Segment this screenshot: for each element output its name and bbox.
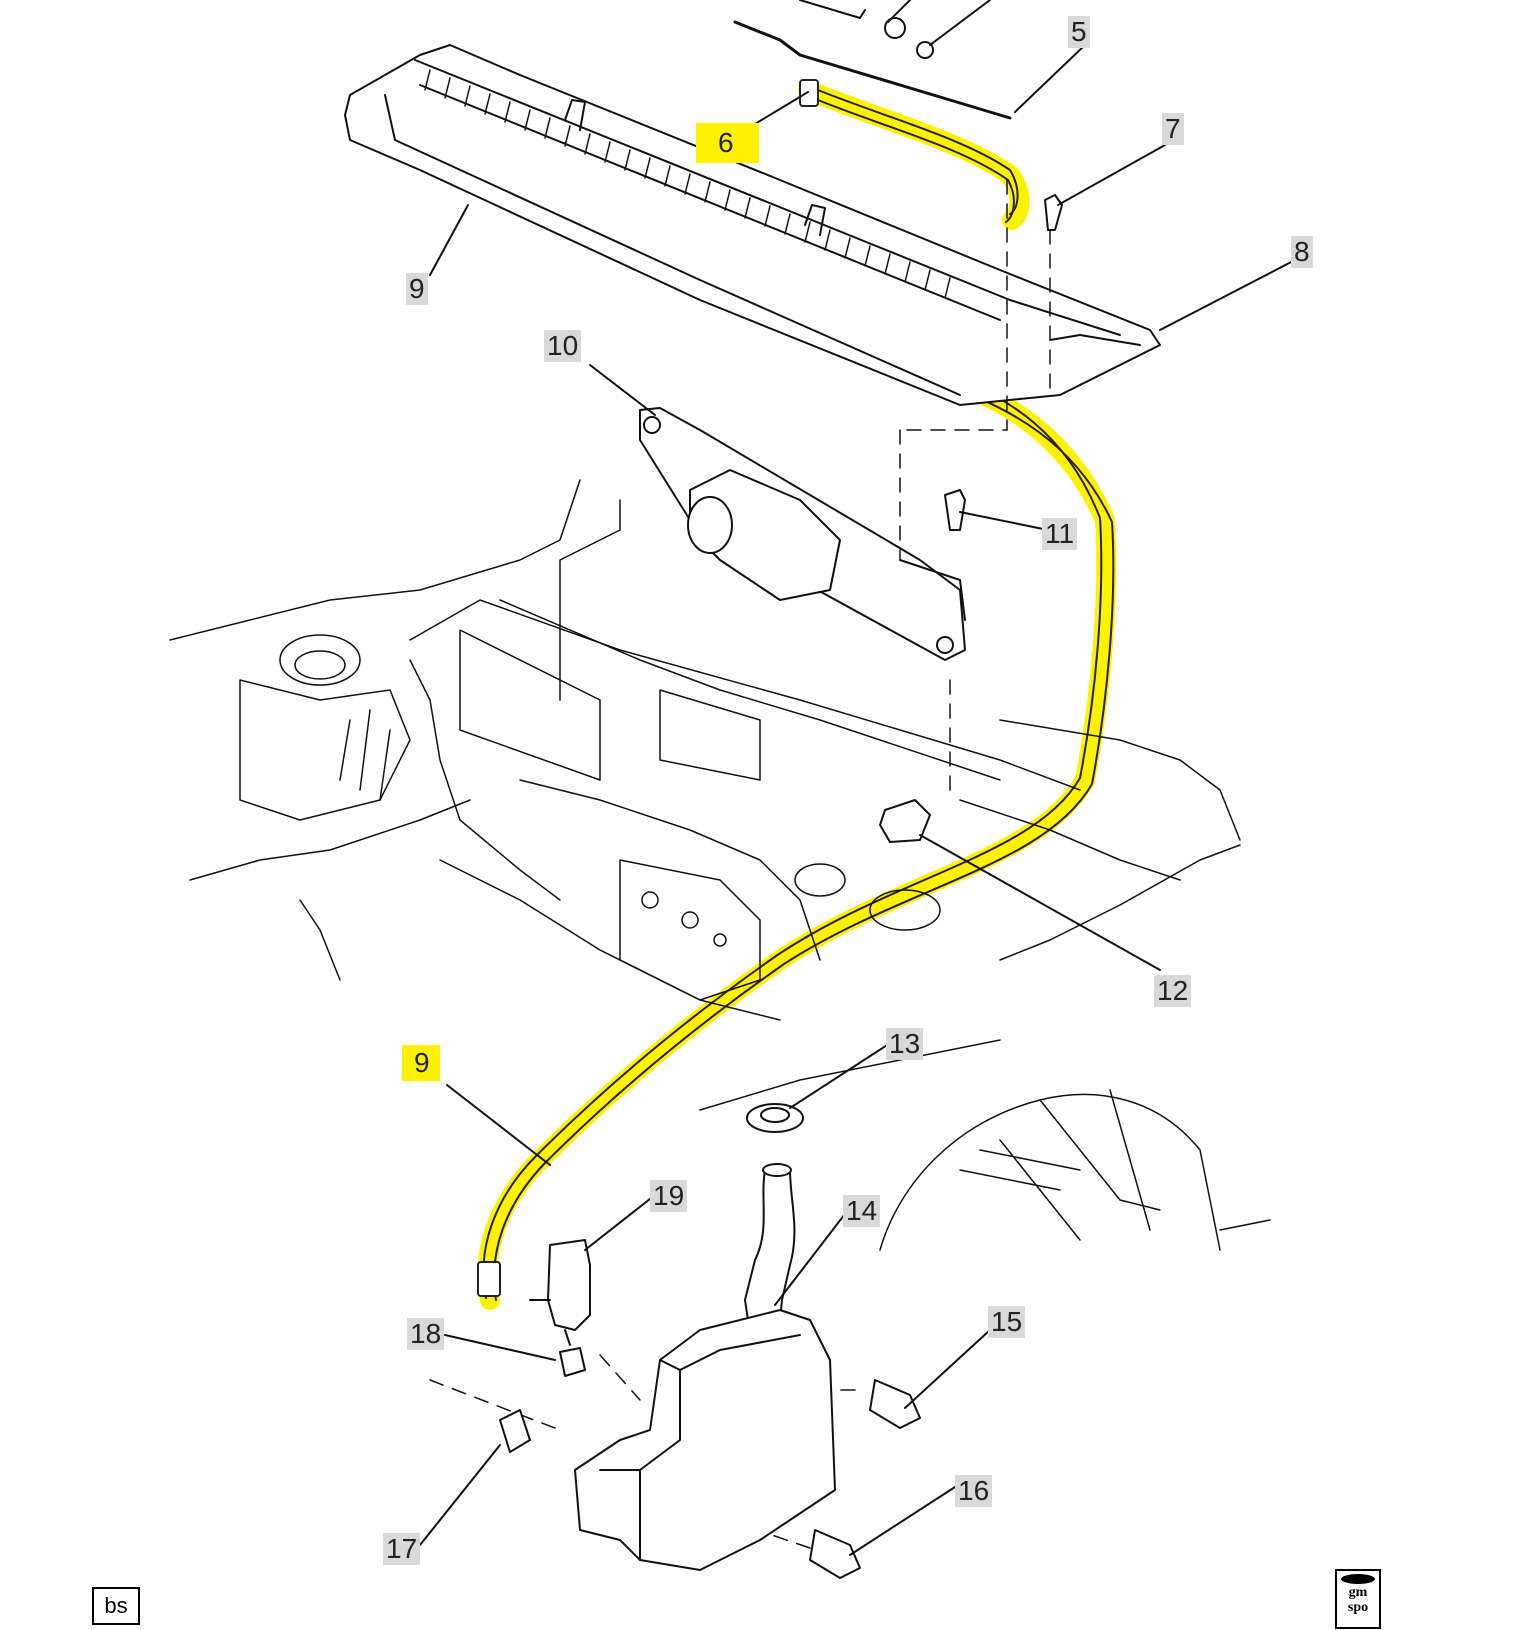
badge-bs: bs [92, 1587, 140, 1625]
callout-9-hose: 9 [402, 1045, 440, 1081]
badge-gm-spo: gm spo [1335, 1569, 1381, 1629]
wiper-arm [733, 0, 1012, 120]
callout-11: 11 [1042, 518, 1078, 550]
vehicle-body [169, 479, 1241, 1111]
washer-pump [529, 1239, 591, 1346]
callout-8: 8 [1291, 236, 1313, 268]
wiper-motor [639, 407, 966, 661]
washer-reservoir [574, 1163, 836, 1571]
callout-15: 15 [988, 1306, 1026, 1338]
badge-gm-text: gm [1348, 1585, 1368, 1600]
leader-lines [419, 0, 1296, 1556]
badge-spo-text: spo [1347, 1600, 1369, 1615]
callout-16: 16 [955, 1475, 993, 1507]
callout-5: 5 [1068, 16, 1090, 48]
callout-14: 14 [843, 1195, 881, 1227]
callout-9-cowl: 9 [406, 273, 428, 305]
air-inlet-grille [344, 44, 1161, 406]
callout-13: 13 [886, 1028, 924, 1060]
bolts-nuts [499, 1347, 921, 1579]
callout-17: 17 [383, 1533, 421, 1565]
callout-7: 7 [1162, 113, 1184, 145]
fasteners [944, 194, 1063, 531]
callout-19: 19 [650, 1180, 688, 1212]
clip-grommet [746, 799, 931, 1133]
callout-18: 18 [407, 1318, 445, 1350]
badge-oval-icon [1341, 1574, 1375, 1584]
callout-10: 10 [544, 330, 582, 362]
callout-12: 12 [1154, 975, 1192, 1007]
wheelhouse [879, 1089, 1271, 1251]
callout-6: 6 [696, 123, 759, 163]
